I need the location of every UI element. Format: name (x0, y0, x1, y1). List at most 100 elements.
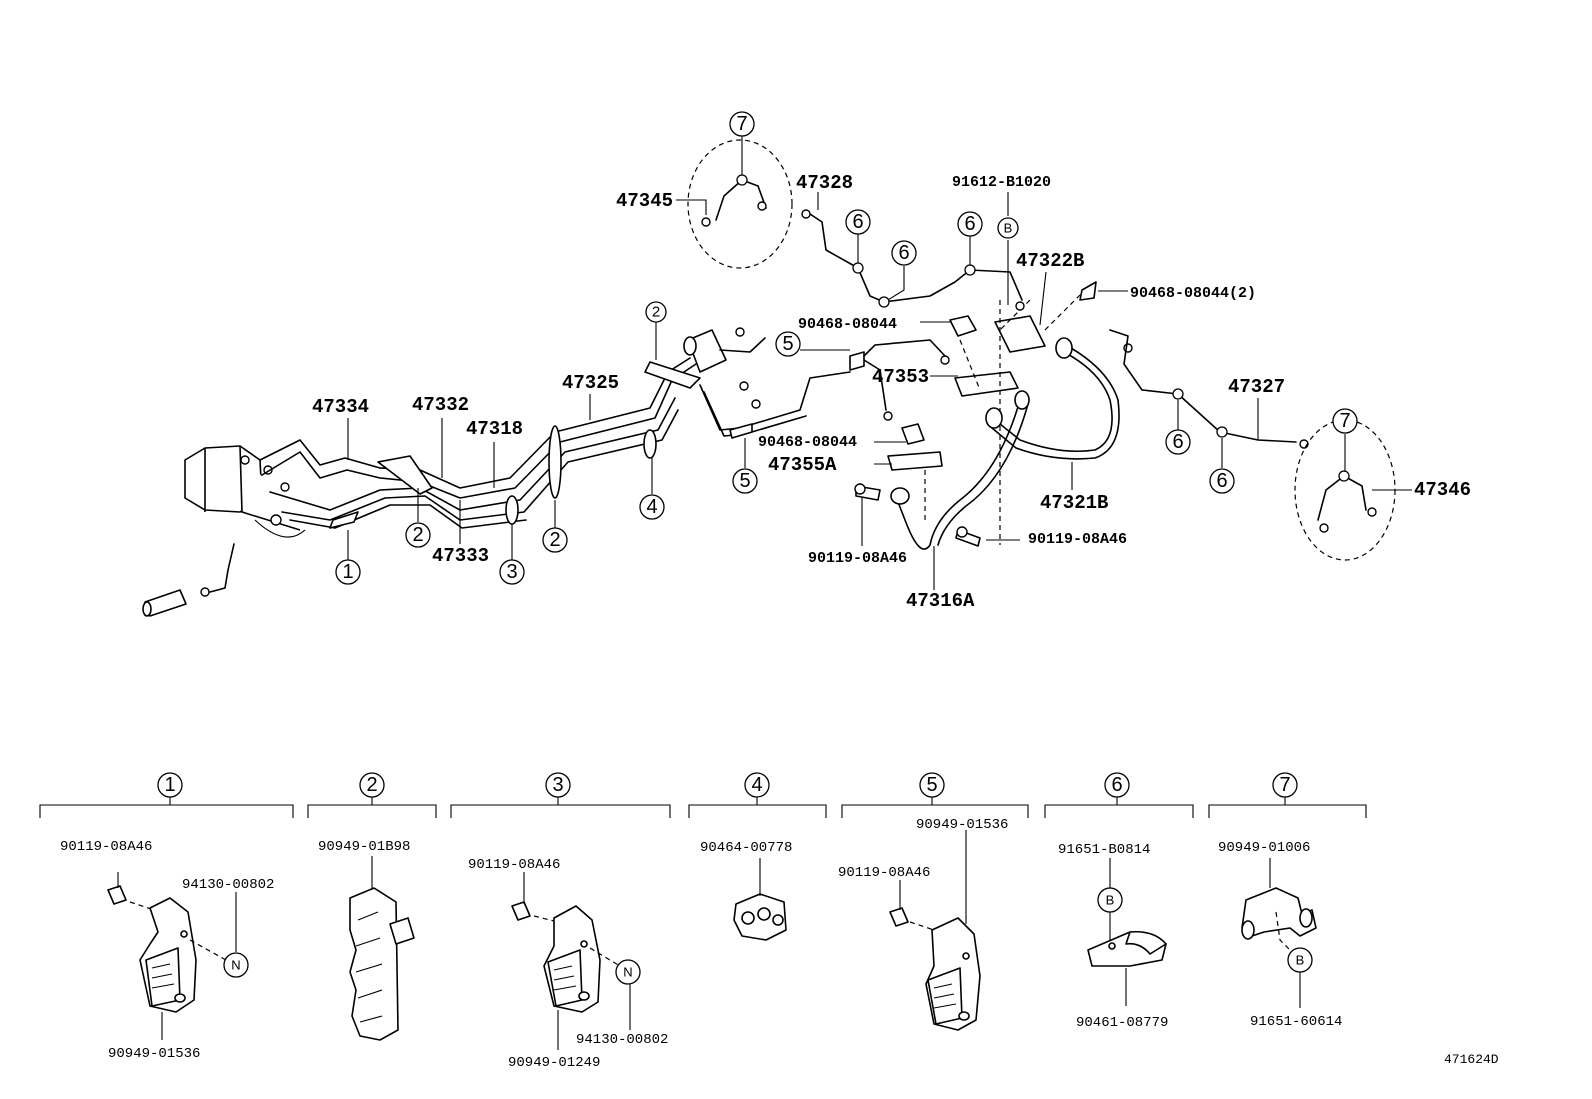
label-47327: 47327 (1228, 376, 1285, 398)
svg-text:1: 1 (342, 561, 353, 583)
detail-2-part-a: 90949-01B98 (318, 839, 410, 855)
svg-text:5: 5 (739, 470, 750, 492)
detail-7-clip (1241, 858, 1317, 1008)
detail-2-clamp (349, 856, 415, 1041)
callout-5-top: 5 (775, 331, 801, 357)
center-junction (644, 327, 950, 439)
callout-2-top: 2 (645, 301, 667, 323)
detail-7-part-a: 90949-01006 (1218, 840, 1310, 856)
label-47332: 47332 (412, 394, 469, 416)
callout-7-left: 7 (729, 111, 755, 137)
svg-text:B: B (1106, 893, 1115, 908)
svg-text:7: 7 (1279, 774, 1290, 796)
callout-6-d: 6 (1165, 429, 1191, 455)
detail-callout-1: 1 (157, 772, 183, 798)
detail-callout-4: 4 (744, 772, 770, 798)
label-90119-08A46-right: 90119-08A46 (1028, 531, 1127, 548)
svg-text:6: 6 (1111, 774, 1122, 796)
leader-lines (347, 136, 1412, 590)
svg-text:6: 6 (898, 242, 909, 264)
svg-text:4: 4 (646, 496, 657, 518)
label-47346: 47346 (1414, 479, 1471, 501)
svg-text:6: 6 (964, 213, 975, 235)
label-90468-08044-lower: 90468-08044 (758, 434, 857, 451)
svg-text:7: 7 (736, 113, 747, 135)
callout-6-b: 6 (891, 240, 917, 266)
detail-6-part-b: 90461-08779 (1076, 1015, 1168, 1031)
label-47355A: 47355A (768, 454, 837, 476)
figure-code: 471624D (1444, 1052, 1499, 1067)
detail-callout-2: 2 (359, 772, 385, 798)
grommet-part (142, 543, 235, 617)
detail-callout-7: 7 (1272, 772, 1298, 798)
tube-clamps (329, 425, 657, 529)
left-rear-tube (687, 139, 793, 269)
label-47334: 47334 (312, 396, 369, 418)
detail-3-part-a: 90119-08A46 (468, 857, 560, 873)
svg-text:1: 1 (164, 774, 175, 796)
detail-5-clamp (889, 830, 981, 1031)
svg-text:6: 6 (852, 211, 863, 233)
detail-3-part-b: 94130-00802 (576, 1032, 668, 1048)
svg-text:6: 6 (1216, 470, 1227, 492)
callout-6-a: 6 (845, 209, 871, 235)
label-90468-08044-2: 90468-08044(2) (1130, 285, 1256, 302)
detail-brackets (39, 797, 1367, 818)
label-47318: 47318 (466, 418, 523, 440)
label-47325: 47325 (562, 372, 619, 394)
svg-text:N: N (231, 958, 240, 973)
svg-text:3: 3 (506, 561, 517, 583)
svg-text:5: 5 (926, 774, 937, 796)
svg-text:3: 3 (552, 774, 563, 796)
svg-text:N: N (623, 965, 632, 980)
label-47328: 47328 (796, 172, 853, 194)
detail-4-grommet (733, 858, 787, 941)
detail-1-part-a: 90119-08A46 (60, 839, 152, 855)
svg-text:2: 2 (366, 774, 377, 796)
callout-2-main-a: 2 (405, 522, 431, 548)
svg-text:2: 2 (549, 529, 560, 551)
callout-1-main: 1 (335, 559, 361, 585)
svg-text:B: B (1296, 953, 1305, 968)
label-47321B: 47321B (1040, 492, 1108, 514)
brake-tube-bundle (259, 357, 697, 529)
svg-text:B: B (1004, 221, 1013, 236)
svg-text:7: 7 (1339, 410, 1350, 432)
callout-bolt-top: B (997, 217, 1019, 239)
label-47316A: 47316A (906, 590, 975, 612)
svg-text:2: 2 (652, 304, 660, 321)
bolt-callout-7: B (1287, 947, 1313, 973)
detail-7-part-b: 91651-60614 (1250, 1014, 1342, 1030)
detail-4-part-a: 90464-00778 (700, 840, 792, 856)
callout-4-main: 4 (639, 494, 665, 520)
detail-3-clamp (511, 872, 631, 1050)
svg-text:5: 5 (782, 333, 793, 355)
label-91612-B1020: 91612-B1020 (952, 174, 1051, 191)
detail-1-part-b: 94130-00802 (182, 877, 274, 893)
nut-callout-1: N (223, 952, 249, 978)
label-47333: 47333 (432, 545, 489, 567)
label-90119-08A46-left: 90119-08A46 (808, 550, 907, 567)
tube-47328 (801, 209, 1025, 311)
svg-text:4: 4 (751, 774, 762, 796)
label-90468-08044-upper: 90468-08044 (798, 316, 897, 333)
brackets (887, 281, 1097, 545)
svg-text:2: 2 (412, 524, 423, 546)
detail-6-part-a: 91651-B0814 (1058, 842, 1150, 858)
callout-6-e: 6 (1209, 468, 1235, 494)
svg-text:6: 6 (1172, 431, 1183, 453)
nut-callout-3: N (615, 959, 641, 985)
detail-6-clip (1087, 858, 1167, 1006)
callout-7-right: 7 (1332, 408, 1358, 434)
detail-callout-3: 3 (545, 772, 571, 798)
detail-1-part-c: 90949-01536 (108, 1046, 200, 1062)
callout-2-main-b: 2 (542, 527, 568, 553)
tube-47327 (1109, 329, 1309, 449)
detail-callout-6: 6 (1104, 772, 1130, 798)
callout-6-c: 6 (957, 211, 983, 237)
callout-5-main: 5 (732, 468, 758, 494)
label-47353: 47353 (872, 366, 929, 388)
bolt-callout-6: B (1097, 887, 1123, 913)
